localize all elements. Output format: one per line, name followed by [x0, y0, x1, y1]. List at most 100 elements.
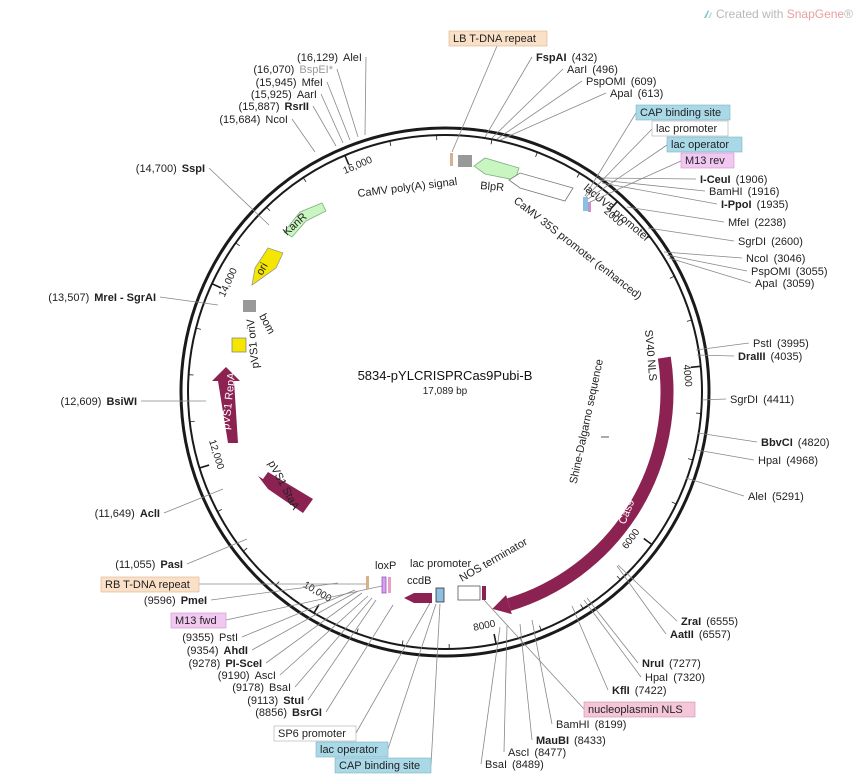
plasmid-name: 5834-pYLCRISPRCas9Pubi-B [358, 368, 533, 383]
site-leader [480, 626, 501, 765]
site-leader [279, 595, 369, 676]
site-name: NcoI [265, 114, 288, 126]
site-leader [225, 585, 383, 621]
site-label-right: AleI(5291) [748, 491, 804, 503]
feature-label-shine: Shine-Dalgarno sequence [568, 358, 606, 485]
lac-operator-label-top: lac operator [671, 139, 729, 151]
ruler-minor-tick [195, 327, 202, 330]
blpr-arrow [473, 157, 520, 181]
site-leader [601, 182, 718, 205]
site-leader [589, 160, 682, 203]
ruler-major-ticks [188, 135, 702, 649]
site-leader [599, 179, 706, 192]
lac-bars-bottom [435, 587, 445, 603]
nls-mark [482, 586, 486, 600]
site-name: BspEI* [299, 64, 333, 76]
site-leader [291, 118, 316, 153]
ruler-label: 8000 [472, 619, 496, 634]
ruler-minor-tick [275, 581, 280, 586]
site-leader [307, 599, 377, 701]
site-name: BamHI [556, 719, 590, 731]
site-label-right: I-PpoI(1935) [721, 199, 788, 211]
ruler-tick [493, 633, 497, 645]
site-leader [491, 68, 564, 139]
site-label-left: (11,055)PasI [115, 559, 183, 571]
site-label-left: (16,129)AleI [297, 52, 362, 64]
site-name: AatII [670, 629, 694, 641]
site-leader [355, 602, 431, 734]
site-position: (609) [631, 76, 657, 88]
site-position: (8477) [534, 747, 566, 759]
ruler-minor-tick [302, 177, 307, 183]
snapgene-logo-icon [704, 10, 712, 18]
site-label-right: PspOMI(3055) [751, 266, 828, 278]
ccdb-arrow [404, 593, 432, 603]
feature-label-bom: bom [256, 312, 277, 337]
site-name: AclI [140, 508, 160, 520]
site-position: (7277) [669, 658, 701, 670]
loxp-arrow [381, 576, 387, 594]
site-leader [451, 45, 498, 153]
site-position: (4820) [798, 437, 830, 449]
site-name: BsaI [485, 759, 507, 771]
site-name: I-PpoI [721, 199, 752, 211]
site-leader [696, 354, 735, 357]
ruler-minor-tick [401, 640, 404, 646]
site-position: (3059) [783, 278, 815, 290]
site-name: PspOMI [751, 266, 791, 278]
site-position: (4411) [763, 394, 794, 406]
lacuv5-bars [583, 197, 588, 211]
site-name: ApaI [755, 278, 778, 290]
ruler-label: 4000 [680, 364, 693, 388]
site-name: MauBI [536, 735, 569, 747]
site-leader [320, 93, 344, 144]
site-name: SgrDI [738, 236, 766, 248]
backbone-inner [187, 134, 703, 650]
site-label-left: (9178)BsaI [232, 682, 291, 694]
feature-label-loxp: loxP [375, 560, 396, 572]
cap-site-box-bottom [334, 757, 432, 774]
ruler-minor-tick [266, 206, 271, 212]
site-label-right: BsaI (8489) [485, 759, 544, 771]
site-leader [241, 589, 356, 638]
camv35s-arrow [508, 172, 574, 202]
site-name: HpaI [645, 672, 668, 684]
site-label-right: BamHI(1916) [709, 186, 779, 198]
site-label-right: NcoI(3046) [746, 253, 805, 265]
site-leader [583, 599, 642, 678]
ruler-label: 14,000 [217, 266, 240, 299]
cas9-arrow [507, 356, 674, 611]
lac-operator-label-bottom: lac operator [320, 744, 378, 756]
site-leader [531, 619, 553, 725]
site-leader [483, 599, 585, 710]
site-leader [584, 112, 637, 197]
site-name: PstI [753, 338, 772, 350]
site-label-right: ApaI (3059) [755, 278, 814, 290]
site-position: (8489) [512, 759, 544, 771]
site-leader [663, 251, 743, 259]
lac-promoter-box-top [651, 120, 729, 137]
ruler-minor-tick [189, 420, 195, 423]
site-position: (2238) [754, 217, 786, 229]
site-label-left: (11,649) AclI [95, 508, 160, 520]
ruler-tick [313, 604, 320, 614]
watermark-mark: ® [844, 7, 853, 21]
site-leader [586, 597, 639, 664]
site-label-left: (9113)StuI [247, 695, 304, 707]
site-label-right: DraIII(4035) [738, 351, 802, 363]
site-leader [387, 603, 437, 750]
site-position: (11,055) [115, 559, 155, 571]
site-position: (9178) [232, 682, 264, 694]
site-leader [430, 603, 441, 766]
pvs1-oriv-box [231, 337, 247, 353]
site-name: BbvCI [761, 437, 793, 449]
site-leader [571, 605, 609, 691]
site-leader-lines [141, 45, 758, 766]
ruler-tick [690, 365, 701, 369]
site-name: RsrII [285, 101, 309, 113]
feature-label-ori: ori [254, 261, 271, 278]
site-position: (9113) [247, 695, 278, 707]
site-name: MreI - SgrAI [94, 292, 156, 304]
site-name: MfeI [302, 77, 323, 89]
site-position: (11,649) [95, 508, 135, 520]
